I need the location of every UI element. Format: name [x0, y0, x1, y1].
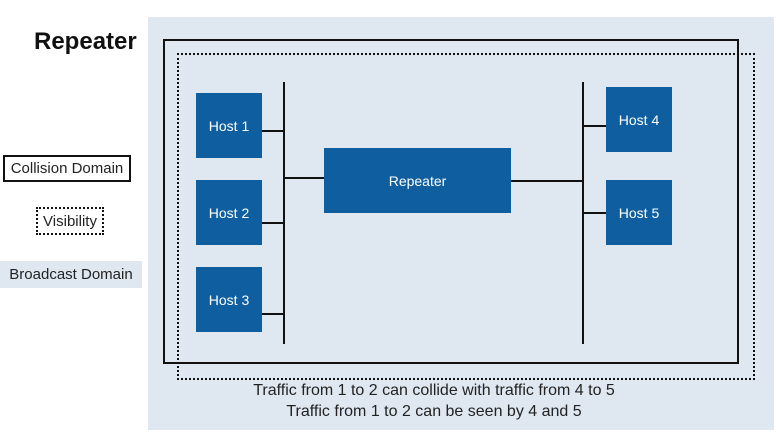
legend-visibility: Visibility [36, 207, 104, 235]
host5-connector [583, 212, 606, 214]
host-5-node: Host 5 [606, 180, 672, 245]
legend-broadcast-domain: Broadcast Domain [0, 261, 142, 288]
repeater-node: Repeater [324, 148, 511, 213]
host-4-node: Host 4 [606, 87, 672, 152]
host1-connector [261, 130, 284, 132]
host-3-label: Host 3 [208, 291, 250, 308]
diagram-title: Repeater [34, 28, 137, 55]
host-1-node: Host 1 [196, 93, 262, 158]
visibility-boundary [177, 53, 755, 380]
left-bus-line [283, 82, 285, 344]
repeater-label: Repeater [388, 172, 447, 189]
caption: Traffic from 1 to 2 can collide with tra… [148, 380, 720, 422]
host3-connector [261, 313, 284, 315]
legend-visibility-label: Visibility [43, 212, 97, 230]
legend-collision-label: Collision Domain [10, 160, 124, 177]
host2-connector [261, 222, 284, 224]
legend-broadcast-label: Broadcast Domain [9, 266, 133, 283]
collision-domain-boundary [163, 39, 739, 364]
host-3-node: Host 3 [196, 267, 262, 332]
host-4-label: Host 4 [618, 111, 660, 128]
legend-collision-domain: Collision Domain [3, 155, 131, 182]
right-bus-line [582, 82, 584, 344]
host-2-label: Host 2 [208, 204, 250, 221]
caption-line-2: Traffic from 1 to 2 can be seen by 4 and… [286, 403, 582, 420]
host-5-label: Host 5 [618, 204, 660, 221]
repeater-left-connector [284, 177, 324, 179]
repeater-right-connector [511, 180, 583, 182]
host4-connector [583, 125, 606, 127]
caption-line-1: Traffic from 1 to 2 can collide with tra… [253, 382, 615, 399]
host-2-node: Host 2 [196, 180, 262, 245]
host-1-label: Host 1 [208, 117, 250, 134]
